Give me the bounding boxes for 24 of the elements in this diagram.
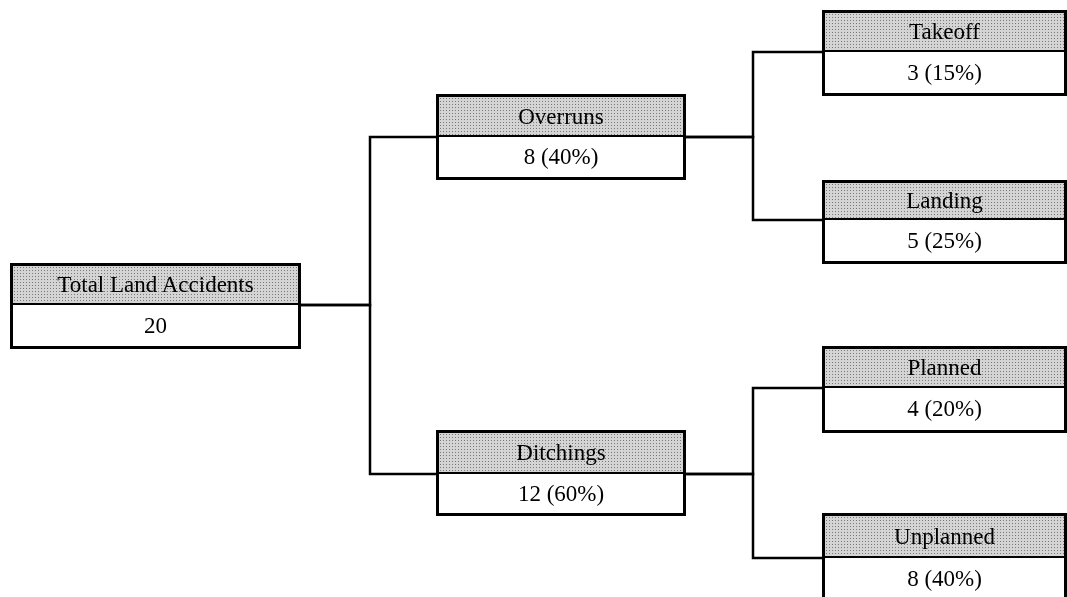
connector-line <box>301 303 436 476</box>
count-value: 3 (15%) <box>906 58 983 87</box>
category-header: Total Land Accidents <box>13 266 298 305</box>
category-header: Landing <box>825 183 1064 220</box>
category-header: Ditchings <box>439 433 683 474</box>
category-header: Planned <box>825 349 1064 388</box>
category-box <box>822 180 1067 264</box>
connector-line <box>686 472 822 560</box>
connector-line <box>686 135 822 222</box>
category-box <box>436 94 686 180</box>
count-value: 12 (60%) <box>516 479 606 508</box>
category-box <box>822 513 1067 597</box>
category-box <box>822 346 1067 433</box>
count-value: 20 <box>143 311 168 340</box>
category-header: Takeoff <box>825 13 1064 52</box>
count-value: 4 (20%) <box>906 395 983 423</box>
count-value: 5 (25%) <box>906 226 983 255</box>
category-box <box>10 263 301 349</box>
category-header: Unplanned <box>825 516 1064 558</box>
category-header: Overruns <box>439 97 683 137</box>
count-value: 8 (40%) <box>522 143 600 171</box>
count-value: 8 (40%) <box>906 565 983 593</box>
category-box <box>822 10 1067 96</box>
category-box <box>436 430 686 516</box>
